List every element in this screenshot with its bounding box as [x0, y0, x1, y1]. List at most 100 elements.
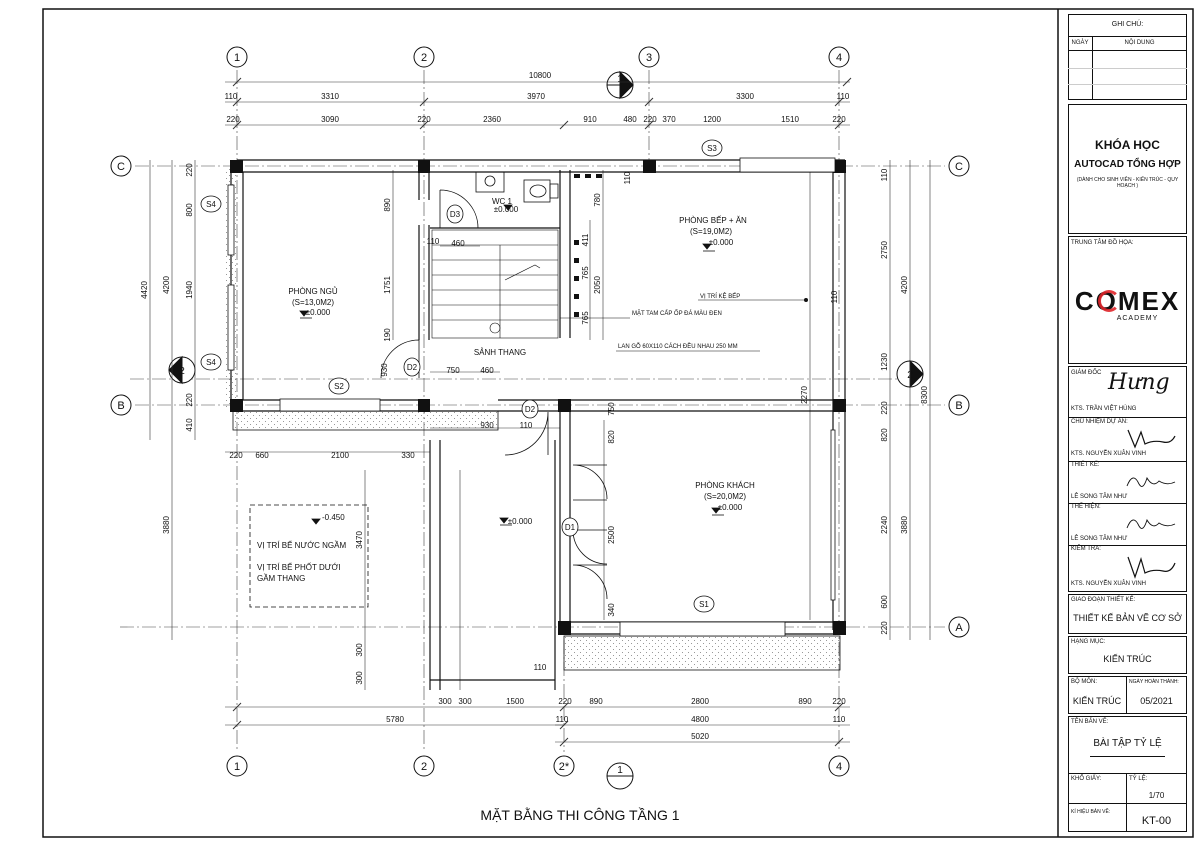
notes-col-date: NGÀY	[1071, 40, 1089, 46]
sheet-name-underline	[1090, 756, 1165, 757]
logo-sub: ACADEMY	[1116, 315, 1159, 322]
tag-label: S1	[699, 600, 709, 609]
tag-label: D2	[525, 405, 536, 414]
axis-bubble-1-bottom	[226, 755, 248, 777]
logo-text: COMEX	[1074, 286, 1181, 316]
scale-value: 1/70	[1148, 791, 1165, 800]
tank-line3: GẦM THANG	[257, 573, 305, 583]
dim-text: 765	[581, 266, 590, 280]
tag-label: S4	[206, 358, 216, 367]
dim-text: 220	[226, 115, 240, 124]
tag-label: D1	[565, 523, 576, 532]
dept-finish-divider	[1126, 676, 1127, 714]
axis-label: A	[955, 622, 963, 634]
pm-box	[1068, 418, 1187, 462]
note-leader-dot	[804, 298, 808, 302]
dim-text: 110	[623, 171, 632, 184]
dim-text: 300	[355, 643, 364, 657]
paper-scale-divider	[1126, 774, 1127, 804]
dim-text: 10800	[529, 71, 552, 80]
axis-bubble-4-top	[828, 46, 850, 68]
dim-text: 220	[880, 621, 889, 635]
dim-text: 300	[458, 697, 472, 706]
note-leaders	[560, 299, 806, 352]
dim-text: 890	[383, 198, 392, 212]
director-box	[1068, 366, 1187, 418]
level-markers	[299, 204, 724, 526]
room-level: ±0.000	[508, 517, 533, 526]
signature-checker-icon	[1127, 556, 1176, 579]
sheet-name-value: BÀI TẬP TỶ LỆ	[1093, 738, 1162, 749]
notes-rule	[1068, 68, 1187, 69]
dim-text: 5020	[691, 732, 709, 741]
dim-text: 110	[427, 237, 440, 246]
logo-accent-icon	[1098, 290, 1120, 312]
tank-box	[249, 504, 369, 608]
dim-text: 300	[438, 697, 452, 706]
section-mark-label: 2	[179, 366, 185, 377]
dim-text: 1940	[185, 281, 194, 299]
axis-bubble-C-left	[110, 155, 132, 177]
drafter-label: THỂ HIỆN:	[1071, 504, 1101, 510]
dim-text: 110	[225, 92, 238, 101]
course-box	[1068, 104, 1187, 234]
dim-text: 3300	[736, 92, 754, 101]
signature-pm-icon	[1127, 429, 1176, 449]
room-level: ±0.000	[709, 238, 734, 247]
code-label: KÍ HIỆU BẢN VẼ:	[1071, 809, 1111, 815]
dim-text: 110	[837, 92, 850, 101]
axis-bubble-2-top	[413, 46, 435, 68]
sheet-name-label: TÊN BẢN VẼ:	[1071, 719, 1109, 725]
axis-bubble-2star-bottom	[553, 755, 575, 777]
room-name: WC 1	[492, 197, 513, 206]
code-value: KT-00	[1141, 815, 1172, 827]
axis-label: 3	[646, 52, 652, 64]
notes-table	[1068, 14, 1187, 100]
dim-text: 110	[830, 290, 839, 303]
terrace-hatch-bottom	[563, 635, 841, 671]
axis-bubble-3-top	[638, 46, 660, 68]
drafter-box	[1068, 504, 1187, 546]
notes-rule	[1068, 50, 1187, 51]
axis-label: B	[955, 400, 962, 412]
dim-text: 220	[185, 163, 194, 177]
section-mark-label: 1	[617, 74, 623, 85]
room-area: (S=20,0M2)	[704, 492, 746, 501]
dim-text: 3880	[162, 516, 171, 534]
dim-text: 220	[558, 697, 572, 706]
axis-bubble-1-top	[226, 46, 248, 68]
category-label: HẠNG MỤC:	[1071, 639, 1106, 645]
designer-box	[1068, 462, 1187, 504]
axis-bubbles	[110, 46, 970, 777]
dim-text: 220	[643, 115, 657, 124]
outer-frame	[42, 8, 1194, 838]
tag-label: D2	[407, 363, 418, 372]
pm-name: KTS. NGUYỄN XUÂN VINH	[1071, 451, 1147, 457]
tag-label: D3	[450, 210, 461, 219]
dept-label: BỘ MÔN:	[1071, 679, 1098, 685]
axis-bubble-2-bottom	[413, 755, 435, 777]
stairs	[431, 229, 559, 339]
dim-text: 1230	[880, 353, 889, 371]
room-name: PHÒNG NGỦ	[288, 287, 338, 296]
designer-name: LÊ SONG TÂM NHƯ	[1071, 494, 1128, 500]
axis-bubble-4-bottom	[828, 755, 850, 777]
room-name: PHÒNG KHÁCH	[695, 481, 755, 490]
center-box	[1068, 236, 1187, 364]
checker-name: KTS. NGUYỄN XUÂN VINH	[1071, 581, 1147, 587]
dim-text: 3310	[321, 92, 339, 101]
axis-bubble-B-left	[110, 394, 132, 416]
signature-designer-icon	[1126, 476, 1176, 487]
axis-label: 4	[836, 52, 842, 64]
dim-text: 3090	[321, 115, 339, 124]
paper-scale-box	[1068, 774, 1187, 804]
pm-label: CHỦ NHIỆM DỰ ÁN:	[1071, 419, 1128, 425]
axis-label: 2	[421, 52, 427, 64]
dim-text: 750	[607, 402, 616, 416]
room-level: ±0.000	[306, 308, 331, 317]
signature-drafter-icon	[1126, 518, 1176, 529]
phase-value: THIẾT KẾ BẢN VẼ CƠ SỞ	[1073, 613, 1182, 623]
dim-text: 4200	[900, 276, 909, 294]
notes-rule	[1068, 84, 1187, 85]
